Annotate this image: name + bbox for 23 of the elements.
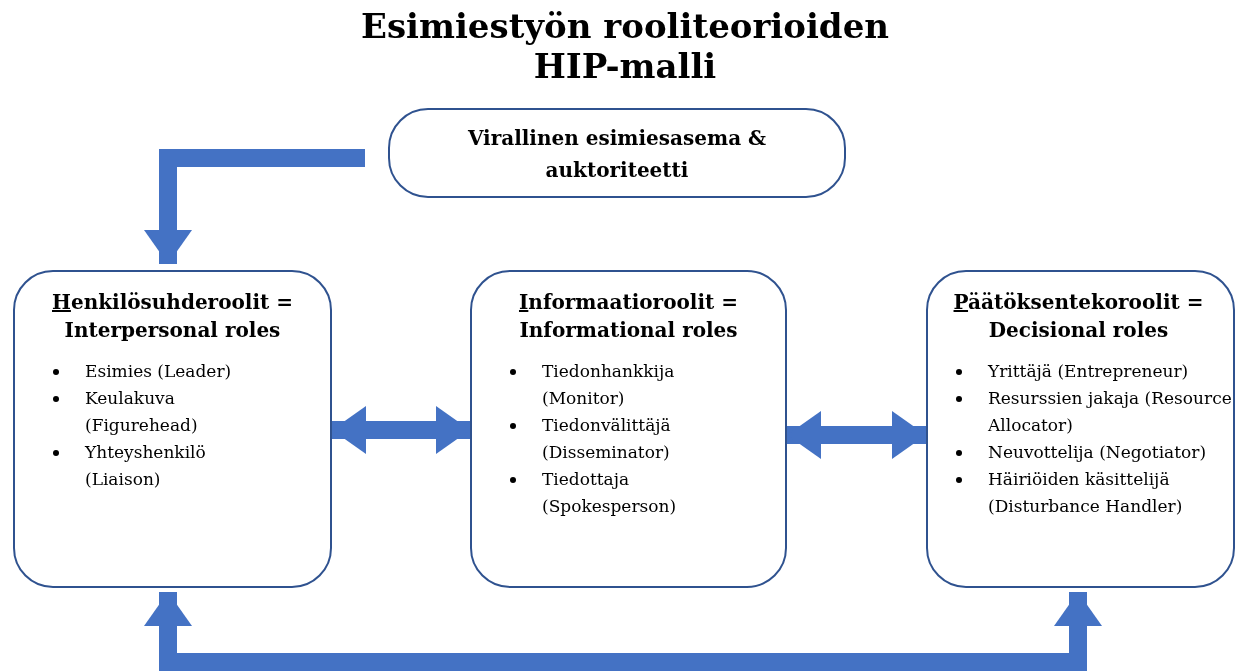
rounded-box: [13, 270, 332, 588]
bullet-item: Keulakuva (Figurehead): [51, 385, 275, 439]
bullet-item: Häiriöiden käsittelijä (Disturbance Handler): [954, 466, 1237, 520]
bullet-item: Yhteyshenkilö (Liaison): [51, 439, 275, 493]
title: Esimiestyön rooliteorioiden HIP-malli: [360, 6, 890, 86]
bullet-item: Tiedonhankkija (Monitor): [508, 358, 732, 412]
box-heading: Virallinen esimiesasema & auktoriteetti: [466, 125, 768, 184]
bullet-item: Yrittäjä (Entrepreneur): [954, 358, 1237, 385]
rounded-box: [388, 108, 846, 198]
box-heading: Informaatioroolit = Informational roles: [518, 289, 739, 344]
bullet-item: Esimies (Leader): [51, 358, 275, 385]
box-heading: Päätöksentekoroolit = Decisional roles: [953, 289, 1204, 344]
block-arrow: [332, 406, 470, 454]
rounded-box: [926, 270, 1235, 588]
block-arrow: [144, 592, 1102, 671]
bullet-item: Resurssien jakaja (Resource Allocator): [954, 385, 1237, 439]
block-arrow: [144, 149, 365, 264]
block-arrow: [787, 411, 926, 459]
rounded-box: [470, 270, 787, 588]
box-heading: Henkilösuhderoolit = Interpersonal roles: [51, 289, 294, 344]
bullet-item: Tiedottaja (Spokesperson): [508, 466, 732, 520]
bullet-item: Neuvottelija (Negotiator): [954, 439, 1237, 466]
bullet-item: Tiedonvälittäjä (Disseminator): [508, 412, 732, 466]
